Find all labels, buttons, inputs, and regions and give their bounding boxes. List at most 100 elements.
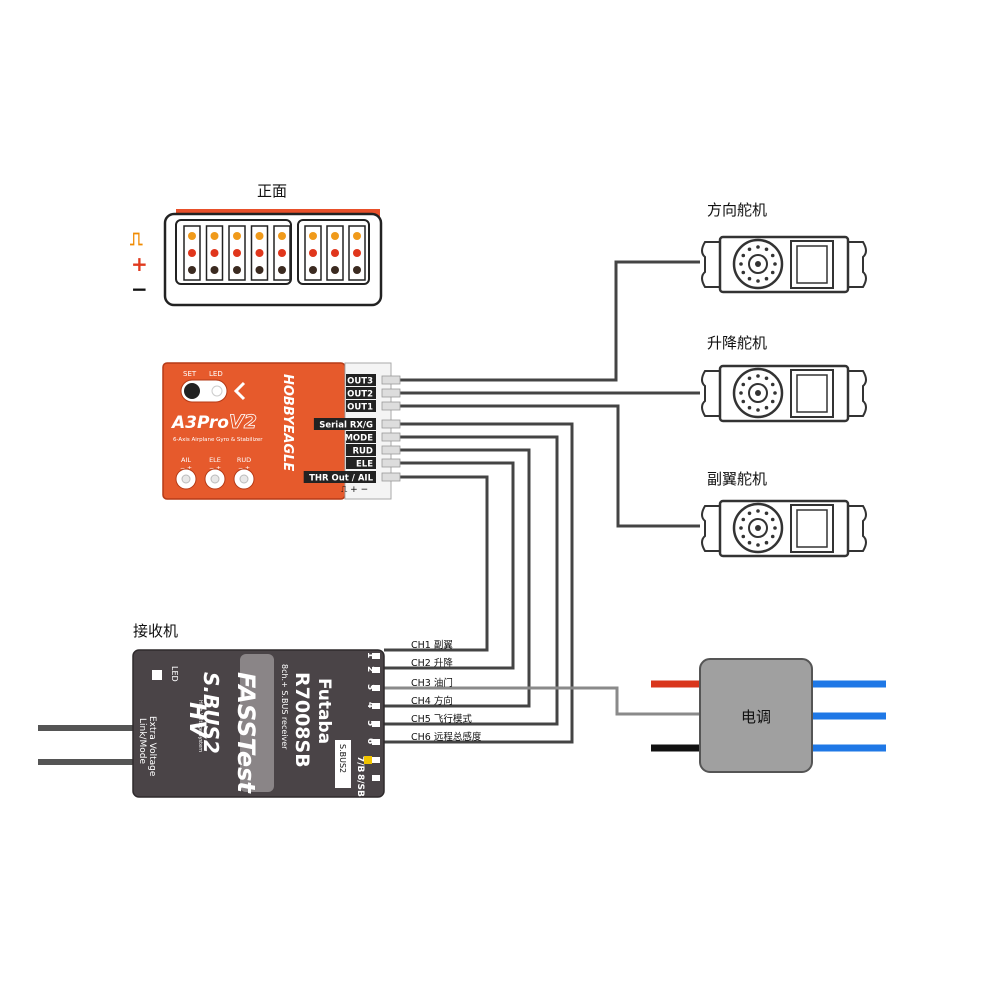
signal-pin bbox=[278, 232, 286, 240]
hv-logo: HV bbox=[184, 702, 209, 739]
gyro-port-pin[interactable] bbox=[381, 375, 401, 385]
gyro-port-pin[interactable] bbox=[381, 472, 401, 482]
rx-port-pin[interactable] bbox=[372, 757, 380, 763]
servo-horn-hole bbox=[764, 276, 769, 281]
minus-pin bbox=[210, 266, 219, 274]
servo-horn-hole bbox=[741, 517, 746, 522]
receiver: 接收机 LED Extra Voltage Link/Mode HV High … bbox=[38, 622, 482, 798]
gyro-port-tag bbox=[303, 471, 376, 483]
gyro-port-label: OUT2 bbox=[347, 390, 373, 400]
plus-pin bbox=[278, 249, 286, 257]
fasstest-logo: FASSTest bbox=[232, 672, 260, 794]
servo-tab-right bbox=[847, 370, 867, 417]
wire-rud-ch4 bbox=[384, 448, 531, 708]
sbus2-port-tag bbox=[335, 740, 351, 788]
rx-port-number: 3 bbox=[365, 684, 375, 690]
gyro-port-label: OUT3 bbox=[347, 377, 373, 387]
servo-horn-hole bbox=[747, 540, 752, 545]
signal-pin bbox=[309, 232, 317, 240]
gyro-port-pin[interactable] bbox=[381, 401, 401, 411]
gyro-port-label: THR Out / AIL bbox=[309, 474, 374, 484]
rx-port-number: 7/B bbox=[355, 756, 365, 773]
rx-port-number: 1 bbox=[365, 652, 375, 658]
servo: 方向舵机 bbox=[701, 201, 867, 294]
sbus2-port-label: S.BUS2 bbox=[338, 744, 347, 773]
plus-pin-symbol: + bbox=[131, 252, 148, 276]
servo-horn-hole bbox=[756, 408, 760, 412]
gyro-port-tag bbox=[346, 400, 376, 412]
servo-horn-hole bbox=[764, 376, 769, 381]
servo-horn-hole bbox=[770, 517, 775, 522]
brand-name: HOBBYEAGLE bbox=[280, 374, 295, 471]
servo-horn-hole bbox=[739, 526, 743, 530]
extra-voltage-label: Extra Voltage bbox=[147, 716, 157, 777]
gyro-port-pin[interactable] bbox=[381, 458, 401, 468]
gyro-port-label: Serial RX/G bbox=[319, 421, 373, 431]
gyro-port-tag bbox=[346, 374, 376, 386]
gyro-port-pin[interactable] bbox=[381, 432, 401, 442]
rx-port-pin[interactable] bbox=[372, 653, 380, 659]
gain-label: AIL bbox=[181, 456, 191, 464]
futaba-brand: Futaba bbox=[314, 678, 334, 744]
servo-cover-inner bbox=[796, 374, 828, 413]
wires bbox=[384, 260, 700, 744]
plus-pin bbox=[210, 249, 219, 257]
servo-horn-hole bbox=[770, 253, 775, 258]
rx-port-pin[interactable] bbox=[372, 667, 380, 673]
channel-label: CH5 飞行模式 bbox=[411, 713, 472, 725]
minus-pin-symbol: − bbox=[131, 277, 148, 301]
servo-horn-hole bbox=[747, 276, 752, 281]
rx-port-number: 5 bbox=[365, 720, 375, 726]
gyro-port-label: RUD bbox=[352, 447, 373, 457]
plus-pin bbox=[255, 249, 264, 257]
rx-port-pin[interactable] bbox=[372, 721, 380, 727]
rx-port-number: 8/SB bbox=[355, 774, 365, 797]
rx-port-pin[interactable] bbox=[372, 739, 380, 745]
servo-horn-hole bbox=[773, 526, 777, 530]
servo-horn-hole bbox=[764, 511, 769, 516]
servo-horn-hole bbox=[747, 511, 752, 516]
servo-cover-inner bbox=[796, 245, 828, 284]
servo-cover-inner bbox=[796, 509, 828, 548]
receiver-title: 接收机 bbox=[133, 622, 178, 640]
servo-horn-hole bbox=[756, 245, 760, 249]
channel-label: CH3 油门 bbox=[411, 677, 453, 689]
channel-label: CH1 副翼 bbox=[411, 640, 453, 651]
plus-pin bbox=[233, 249, 241, 257]
plus-pin bbox=[353, 249, 361, 257]
channel-label: CH6 远程总感度 bbox=[411, 731, 482, 743]
minus-pin bbox=[353, 266, 361, 274]
gyro-port-pin[interactable] bbox=[381, 388, 401, 398]
minus-pin bbox=[278, 266, 286, 274]
servo-screw-icon bbox=[755, 525, 761, 531]
signal-pin bbox=[255, 232, 264, 240]
servo: 副翼舵机 bbox=[701, 470, 867, 558]
servo-screw-icon bbox=[755, 261, 761, 267]
rx-port-number: 6 bbox=[365, 738, 375, 744]
plus-pin bbox=[309, 249, 317, 257]
signal-pin bbox=[188, 232, 196, 240]
servo-horn-hole bbox=[773, 391, 777, 395]
plus-pin bbox=[331, 249, 339, 257]
rx-port-number: 2 bbox=[365, 666, 375, 672]
wire-serial-ch6 bbox=[384, 422, 574, 744]
gyro-port-label: OUT1 bbox=[347, 403, 373, 413]
channel-label: CH4 方向 bbox=[411, 695, 453, 707]
model-name: A3ProV2 bbox=[170, 411, 257, 433]
rx-port-pin[interactable] bbox=[372, 685, 380, 691]
rx-port-pin[interactable] bbox=[372, 703, 380, 709]
signal-pin-symbol: ⎍ bbox=[130, 229, 143, 250]
signal-pin bbox=[353, 232, 361, 240]
servo-horn-hole bbox=[741, 399, 746, 404]
servo-horn-hole bbox=[741, 253, 746, 258]
gyro-port-pin[interactable] bbox=[381, 419, 401, 429]
gyro-module: SET LED A3ProV2 6-Axis Airplane Gyro & S… bbox=[162, 362, 401, 500]
receiver-desc: 8ch.+ S.BUS receiver bbox=[280, 664, 289, 750]
gyro-port-pin[interactable] bbox=[381, 445, 401, 455]
wire-thr-ch1 bbox=[384, 475, 489, 652]
wire-out1-aileron-servo bbox=[400, 404, 700, 528]
rx-port-pin[interactable] bbox=[372, 775, 380, 781]
servo-horn-hole bbox=[770, 399, 775, 404]
rx-port-7b-marker bbox=[364, 756, 372, 764]
